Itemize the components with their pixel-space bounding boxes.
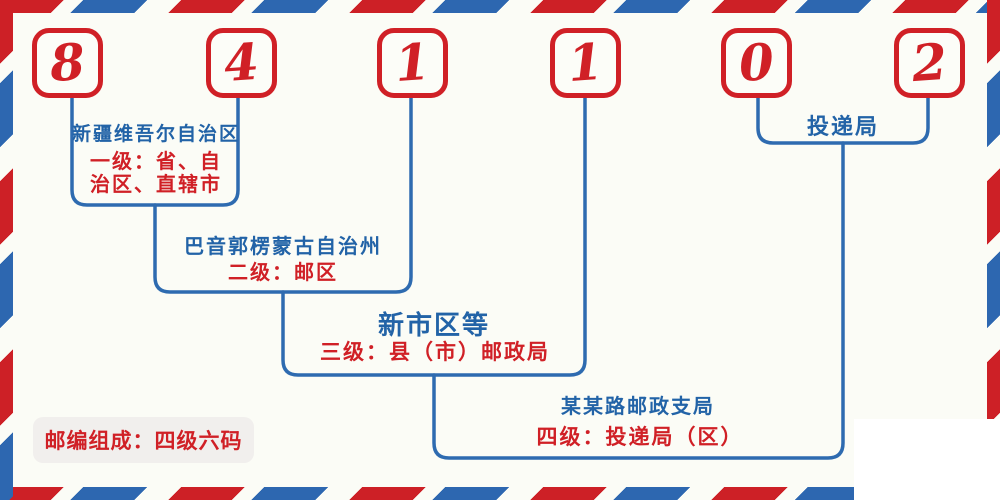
airmail-border-bottom-stripes <box>0 487 1000 500</box>
level1-region-name: 新疆维吾尔自治区 <box>71 124 241 145</box>
airmail-border-right-stripes <box>987 0 1000 500</box>
digit-box-6: 2 <box>894 28 965 98</box>
bracket-delivery-office <box>756 95 930 145</box>
digit-2: 4 <box>222 31 261 94</box>
postcode-composition-text: 邮编组成：四级六码 <box>44 430 243 453</box>
airmail-border-top-stripes <box>0 0 1000 13</box>
digit-box-1: 8 <box>32 28 103 98</box>
delivery-office-label: 投递局 <box>806 114 880 139</box>
digit-box-3: 1 <box>377 28 448 98</box>
bracket-level4 <box>432 141 845 460</box>
level4-office-name: 某某路邮政支局 <box>561 396 715 418</box>
bottom-right-white-patch <box>854 419 1000 500</box>
digit-box-4: 1 <box>550 28 621 98</box>
level3-region-name: 新市区等 <box>377 310 491 340</box>
digit-box-2: 4 <box>206 28 277 98</box>
level1-desc-line2: 治区、直辖市 <box>90 174 222 196</box>
digit-3: 1 <box>393 31 432 94</box>
level3-desc: 三级：县（市）邮政局 <box>320 341 550 364</box>
level2-region-name: 巴音郭楞蒙古自治州 <box>184 236 382 258</box>
digit-box-5: 0 <box>721 28 792 98</box>
airmail-border-left-stripes <box>0 0 13 500</box>
digit-1: 8 <box>48 31 87 94</box>
level1-desc-line1: 一级：省、自 <box>90 151 222 173</box>
level2-desc: 二级：邮区 <box>228 262 338 284</box>
digit-5: 0 <box>737 31 776 94</box>
level4-desc: 四级：投递局（区） <box>536 426 744 449</box>
digit-4: 1 <box>566 31 605 94</box>
postcode-composition-note: 邮编组成：四级六码 <box>33 417 254 463</box>
digit-6: 2 <box>910 31 949 94</box>
